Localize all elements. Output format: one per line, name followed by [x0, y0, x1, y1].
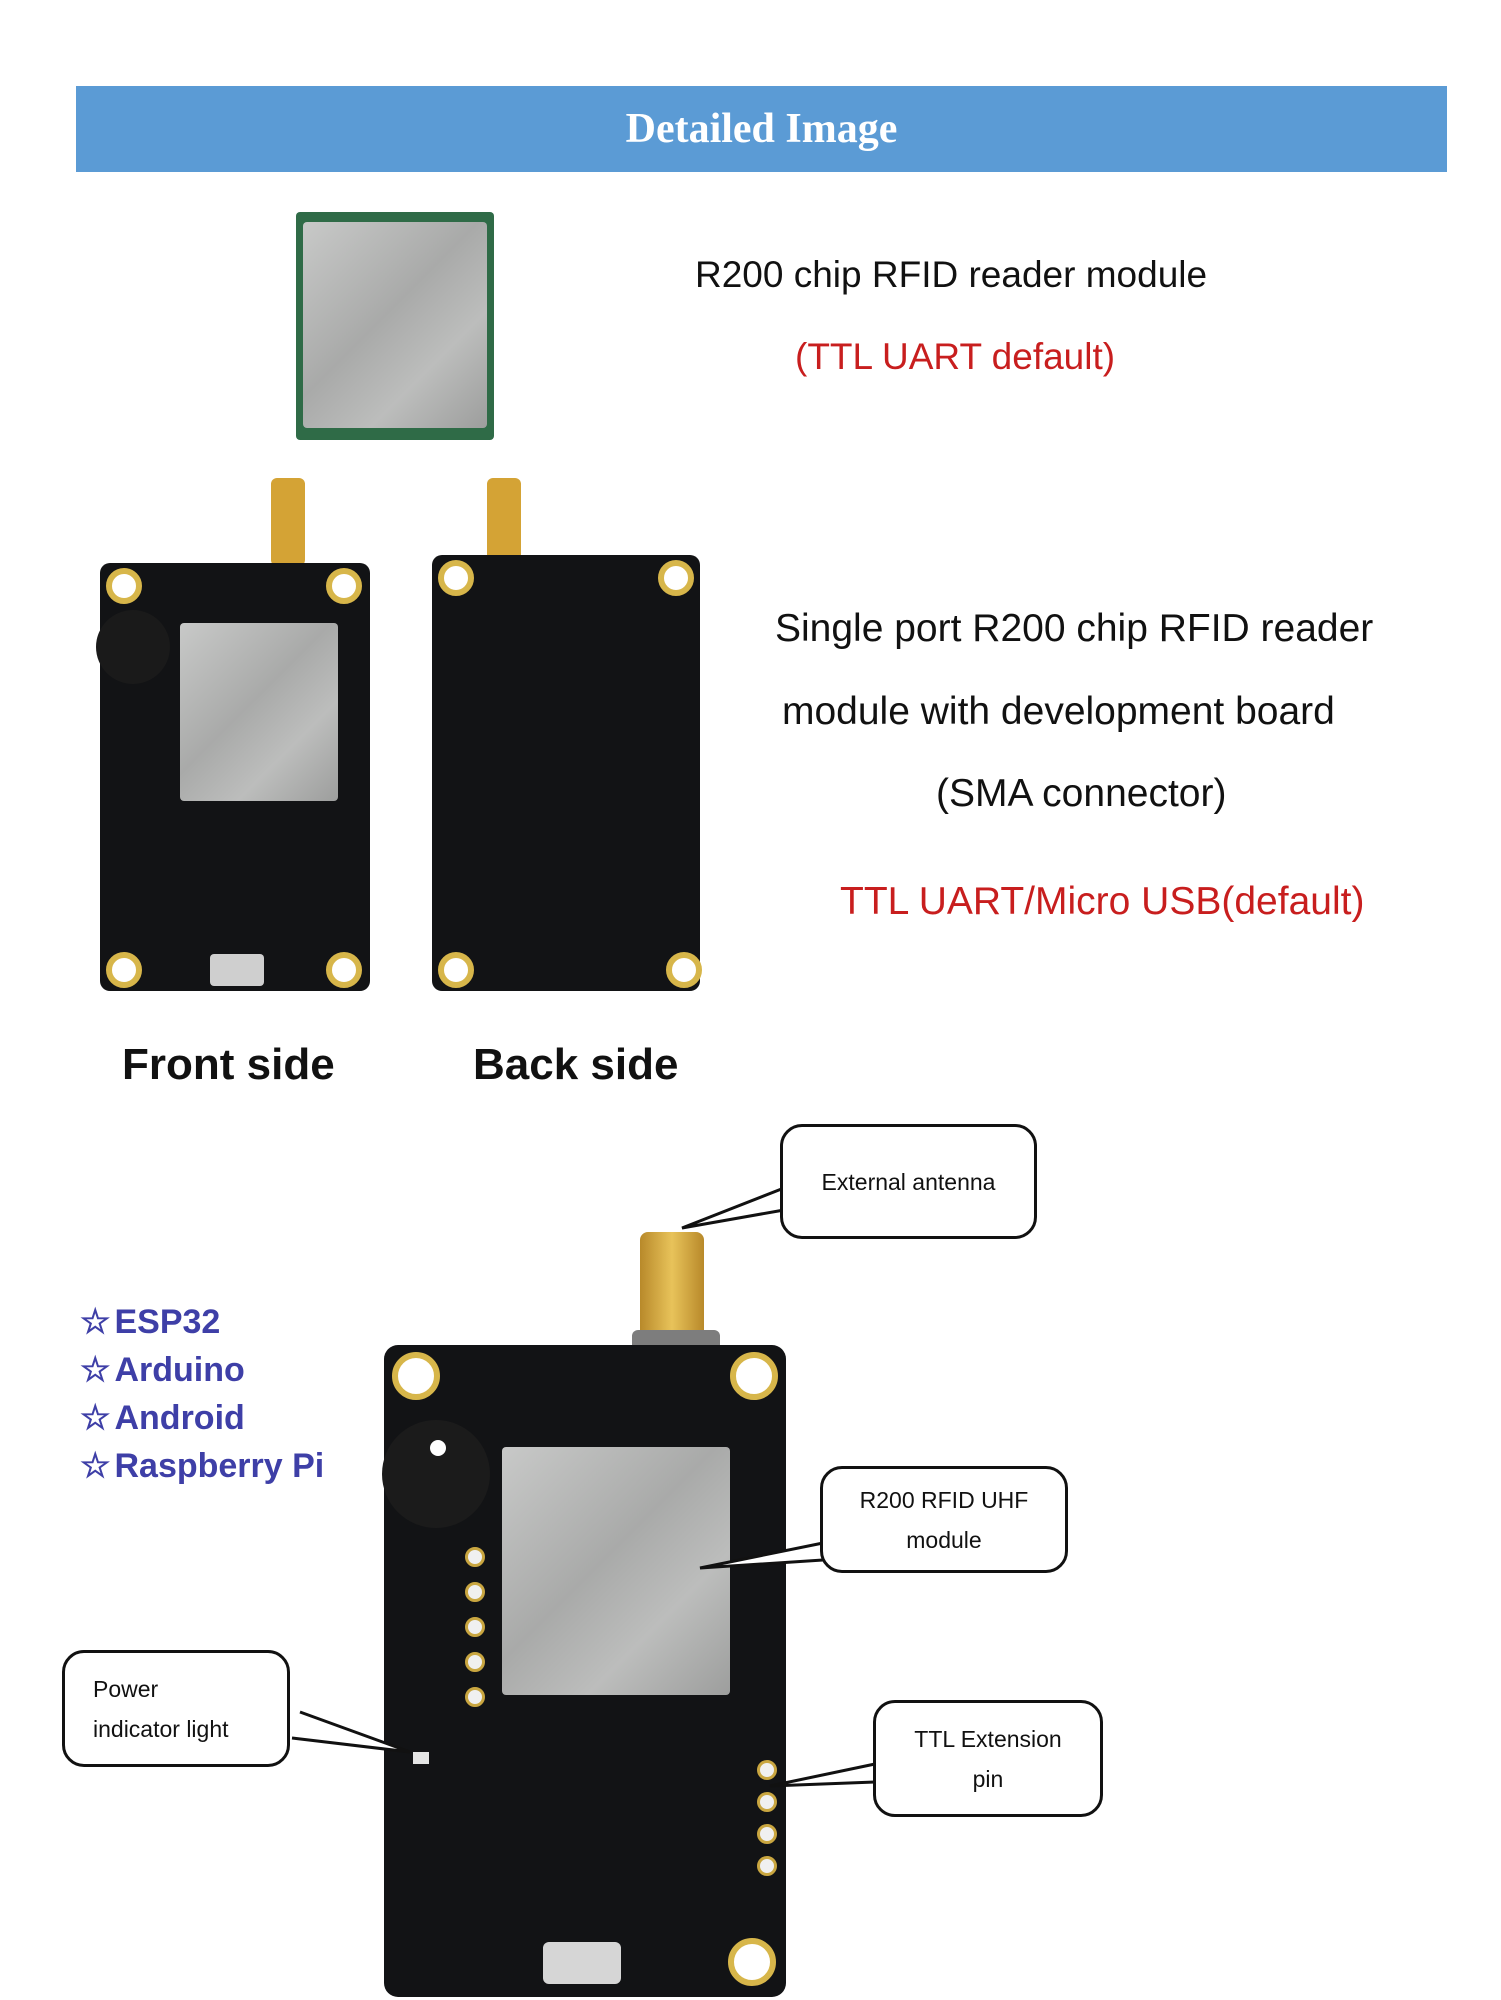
platform-raspberry-pi: ☆Raspberry Pi [80, 1446, 324, 1486]
callout-text: R200 RFID UHF module [859, 1486, 1029, 1553]
callout-text: External antenna [821, 1168, 996, 1195]
dev-board-line2: module with development board [782, 690, 1335, 733]
dev-board-line1: Single port R200 chip RFID reader [775, 607, 1374, 650]
star-icon: ☆ [80, 1447, 111, 1485]
callout-text: Power indicator light [93, 1675, 229, 1742]
platform-android: ☆Android [80, 1398, 245, 1438]
callout-external-antenna: External antenna [780, 1124, 1037, 1239]
platform-label: Android [114, 1399, 245, 1437]
module-interface: (TTL UART default) [795, 336, 1116, 377]
callout-power-indicator: Power indicator light [62, 1650, 290, 1767]
back-side-label: Back side [473, 1040, 679, 1089]
platform-arduino: ☆Arduino [80, 1350, 245, 1390]
star-icon: ☆ [80, 1351, 111, 1389]
banner-title: Detailed Image [625, 106, 898, 152]
platform-label: Arduino [114, 1351, 245, 1389]
module-photo [296, 212, 494, 440]
star-icon: ☆ [80, 1399, 111, 1437]
dev-board-line3: (SMA connector) [936, 772, 1227, 815]
front-side-label: Front side [122, 1040, 335, 1089]
callout-uhf-module: R200 RFID UHF module [820, 1466, 1068, 1573]
callout-ttl-extension: TTL Extension pin [873, 1700, 1103, 1817]
platform-label: ESP32 [114, 1303, 221, 1341]
callout-text: TTL Extension pin [914, 1725, 1062, 1792]
platform-label: Raspberry Pi [114, 1447, 325, 1485]
platform-esp32: ☆ESP32 [80, 1302, 220, 1342]
section-banner: Detailed Image [76, 86, 1447, 172]
dev-board-interface: TTL UART/Micro USB(default) [840, 880, 1365, 923]
module-title: R200 chip RFID reader module [695, 254, 1208, 295]
star-icon: ☆ [80, 1303, 111, 1341]
